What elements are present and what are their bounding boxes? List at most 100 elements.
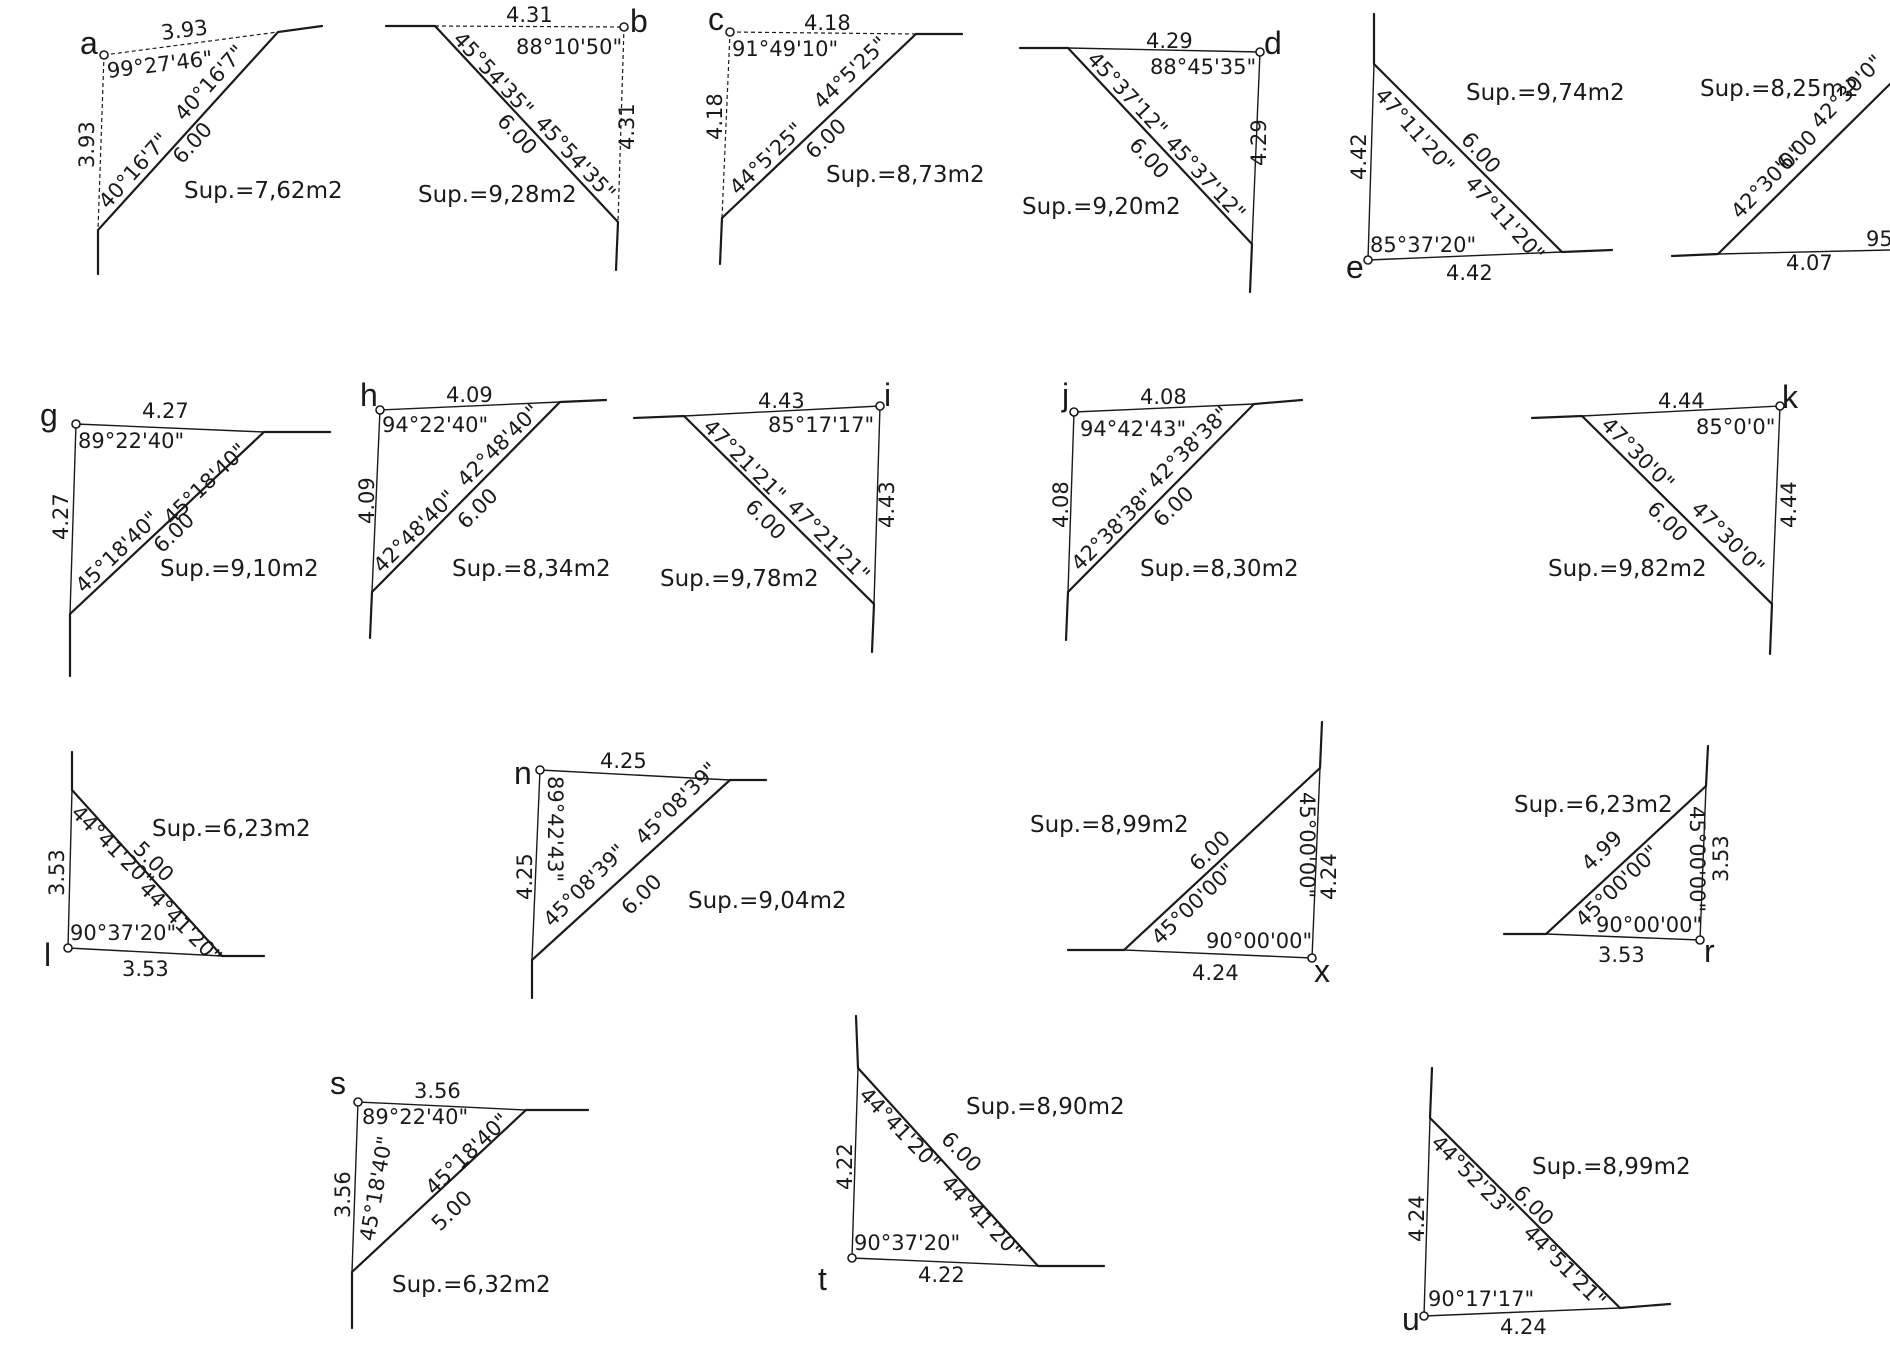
triangle-a: a 3.93 3.93 99°27'46" 40°16'7" 40°16'7" … — [75, 15, 343, 276]
top-dashed-side-a — [103, 31, 279, 56]
hypotenuse-length-b: 6.00 — [492, 109, 541, 160]
corner-point-t — [847, 1253, 857, 1263]
area-label-c: Sup.=8,73m2 — [826, 162, 985, 188]
left-side-s — [351, 1101, 359, 1273]
corner-point-k — [1775, 401, 1785, 411]
point-label-s: s — [330, 1065, 346, 1101]
bottom-side-e — [1367, 251, 1563, 261]
triangle-s: s 3.56 3.56 89°22'40" 45°18'40" 45°18'40… — [330, 1065, 590, 1330]
bottom-length-t: 4.22 — [918, 1263, 965, 1287]
corner-angle-c: 91°49'10" — [732, 37, 838, 61]
area-label-i: Sup.=9,78m2 — [660, 566, 819, 592]
top-side-k — [1581, 405, 1781, 417]
top-angle-j: 42°38'38" — [1143, 402, 1235, 494]
top-angle-x: 45°00'00" — [1295, 792, 1319, 898]
area-label-l: Sup.=6,23m2 — [152, 816, 311, 842]
area-label-h: Sup.=8,34m2 — [452, 556, 611, 582]
corner-point-c — [725, 27, 735, 37]
top-side-g — [75, 423, 265, 433]
corner-angle-d: 88°45'35" — [1150, 55, 1256, 79]
corner-point-s — [353, 1097, 363, 1107]
boundary-line-e — [1372, 12, 1614, 254]
bottom-side-l — [67, 947, 223, 957]
point-label-i: i — [884, 377, 891, 413]
bottom-length-x: 4.24 — [1192, 961, 1239, 985]
area-label-x: Sup.=8,99m2 — [1030, 812, 1189, 838]
point-label-a: a — [80, 25, 98, 61]
corner-angle-x: 90°00'00" — [1206, 929, 1312, 953]
area-label-r: Sup.=6,23m2 — [1514, 792, 1673, 818]
corner-point-d — [1255, 47, 1265, 57]
left-side-n — [531, 769, 541, 961]
point-label-e: e — [1346, 249, 1364, 285]
left-length-g: 4.27 — [49, 493, 73, 540]
right-length-x: 4.24 — [1317, 853, 1341, 900]
corner-angle-l: 90°37'20" — [70, 921, 176, 945]
left-length-u: 4.24 — [1405, 1195, 1429, 1242]
boundary-line-c — [718, 32, 964, 266]
area-label-s: Sup.=6,32m2 — [392, 1272, 551, 1298]
boundary-line-b — [384, 24, 620, 272]
area-label-k: Sup.=9,82m2 — [1548, 556, 1707, 582]
point-label-x: x — [1314, 953, 1330, 989]
top-angle-e: 47°11'20" — [1370, 83, 1459, 178]
right-length-r: 3.53 — [1709, 835, 1733, 882]
left-length-t: 4.22 — [833, 1143, 857, 1190]
right-length-i: 4.43 — [875, 481, 899, 528]
top-length-b: 4.31 — [506, 3, 553, 27]
left-side-g — [69, 423, 77, 615]
area-label-e: Sup.=9,74m2 — [1466, 80, 1625, 106]
point-label-u: u — [1402, 1301, 1420, 1337]
area-label-a: Sup.=7,62m2 — [184, 178, 343, 204]
top-length-k: 4.44 — [1658, 389, 1705, 413]
area-label-d: Sup.=9,20m2 — [1022, 194, 1181, 220]
point-label-r: r — [1704, 933, 1715, 969]
corner-point-r — [1695, 935, 1705, 945]
top-length-c: 4.18 — [804, 11, 851, 35]
bottom-side-t — [851, 1257, 1039, 1267]
right-side-d — [1251, 51, 1261, 245]
triangle-x: x 4.24 4.24 90°00'00" 45°00'00" 45°00'00… — [1030, 720, 1341, 989]
corner-point-g — [71, 419, 81, 429]
boundary-line-d — [1018, 46, 1254, 294]
triangle-e: e 4.42 4.42 85°37'20" 47°11'20" 47°11'20… — [1346, 12, 1625, 285]
hypotenuse-length-k: 6.00 — [1642, 497, 1692, 547]
triangle-f-partial: 4.07 95 42°30'0" 42°30'0" 6.00 Sup.=8,25… — [1670, 50, 1890, 275]
top-side-s — [357, 1101, 527, 1111]
top-side-d — [1067, 47, 1261, 53]
right-side-i — [873, 405, 881, 605]
left-dashed-side-c — [721, 31, 731, 219]
triangle-h: h 4.09 4.09 94°22'40" 42°48'40" 42°48'40… — [355, 377, 611, 640]
boundary-line-j — [1064, 398, 1304, 642]
point-label-t: t — [818, 1261, 827, 1297]
left-side-u — [1423, 1117, 1431, 1317]
corner-angle-h: 94°22'40" — [382, 413, 488, 437]
bottom-angle-h: 42°48'40" — [369, 486, 461, 578]
top-length-n: 4.25 — [600, 749, 647, 773]
bottom-length-f: 4.07 — [1786, 251, 1833, 275]
corner-angle-i: 85°17'17" — [768, 413, 874, 437]
triangle-i: i 4.43 4.43 85°17'17" 47°21'21" 47°21'21… — [632, 377, 899, 654]
triangle-g: g 4.27 4.27 89°22'40" 45°18'40" 45°18'40… — [40, 397, 332, 678]
corner-point-x — [1307, 953, 1317, 963]
top-length-a: 3.93 — [160, 15, 209, 45]
triangle-b: b 4.31 4.31 88°10'50" 45°54'35" 45°54'35… — [384, 3, 648, 272]
point-label-b: b — [630, 3, 648, 39]
corner-point-l — [63, 943, 73, 953]
point-label-k: k — [1782, 379, 1799, 415]
bottom-angle-a: 40°16'7" — [94, 128, 174, 213]
triangle-r: r 3.53 3.53 90°00'00" 45°00'00" 45°00'00… — [1502, 744, 1733, 969]
top-angle-k: 47°30'0" — [1596, 413, 1679, 496]
left-side-t — [851, 1067, 859, 1259]
corner-angle-j: 94°42'43" — [1080, 417, 1186, 441]
top-length-h: 4.09 — [446, 383, 493, 407]
corner-angle-g: 89°22'40" — [78, 429, 184, 453]
boundary-line-u — [1428, 1066, 1672, 1310]
boundary-line-g — [68, 430, 332, 678]
left-side-j — [1067, 411, 1075, 593]
corner-point-b — [619, 22, 629, 32]
boundary-line-r — [1502, 744, 1710, 936]
top-angle-u: 44°52'23" — [1426, 1131, 1518, 1223]
